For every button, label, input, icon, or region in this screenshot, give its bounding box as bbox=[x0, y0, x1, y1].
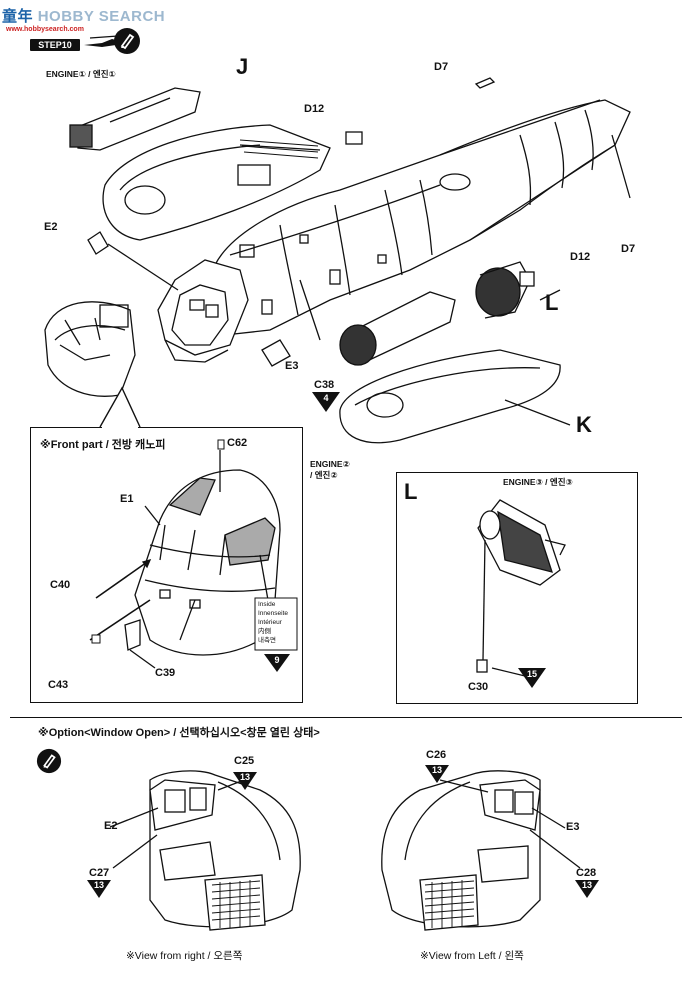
glue-icon-option bbox=[36, 748, 62, 774]
l-detail-box bbox=[396, 472, 638, 704]
label-D7-top: D7 bbox=[434, 61, 449, 73]
label-C25: C25 bbox=[234, 755, 255, 767]
label-E3-option: E3 bbox=[566, 821, 580, 833]
label-D7-right: D7 bbox=[621, 243, 636, 255]
caption-view-right: ※View from right / 오른쪽 bbox=[126, 950, 243, 962]
l-box-title: L bbox=[404, 479, 418, 504]
label-part-L: L bbox=[545, 290, 559, 315]
label-engine-1: ENGINE① / 엔진① bbox=[46, 69, 116, 79]
main-assembly-drawing bbox=[44, 77, 631, 444]
engine-3-drawing bbox=[476, 499, 566, 688]
watermark-char-1: 童 bbox=[2, 8, 18, 25]
label-C27: C27 bbox=[89, 867, 110, 879]
label-C28: C28 bbox=[576, 867, 597, 879]
label-C43: C43 bbox=[48, 679, 69, 691]
label-E3: E3 bbox=[285, 360, 299, 372]
C26-step-number: 13 bbox=[431, 765, 442, 775]
C25-step-number: 13 bbox=[239, 772, 250, 782]
label-C39: C39 bbox=[155, 667, 176, 679]
inside-note: Inside Innenseite Intérieur 内側 내측면 bbox=[258, 600, 288, 645]
label-C26: C26 bbox=[426, 749, 447, 761]
label-part-J: J bbox=[236, 54, 249, 79]
label-part-K: K bbox=[576, 412, 592, 437]
watermark-char-2: 年 bbox=[17, 8, 34, 25]
C38-step-number: 4 bbox=[323, 393, 329, 403]
watermark-url: www.hobbysearch.com bbox=[6, 26, 84, 33]
inside-line-1: Inside bbox=[258, 601, 276, 608]
inside-line-4: 内側 bbox=[258, 628, 271, 635]
inside-line-2: Innenseite bbox=[258, 610, 288, 617]
option-title: ※Option<Window Open> / 선택하십시오<창문 열린 상태> bbox=[38, 727, 320, 739]
caption-view-left: ※View from Left / 왼쪽 bbox=[420, 950, 524, 962]
watermark-logo: 童年 HOBBY SEARCH bbox=[2, 5, 165, 26]
section-divider bbox=[10, 717, 682, 719]
front-box-callout bbox=[99, 386, 141, 428]
front-canopy-drawing bbox=[89, 439, 298, 672]
label-E2: E2 bbox=[44, 221, 58, 233]
helicopter-icon bbox=[84, 35, 120, 47]
option-views-drawing bbox=[87, 765, 599, 931]
inside-line-5: 내측면 bbox=[258, 637, 276, 644]
C27-step-number: 13 bbox=[93, 880, 104, 890]
label-C38: C38 bbox=[314, 379, 335, 391]
inside-step-number: 9 bbox=[274, 655, 280, 665]
label-E1: E1 bbox=[120, 493, 134, 505]
label-engine-3: ENGINE③ / 엔진③ bbox=[503, 477, 573, 487]
label-engine-2b: / 엔진② bbox=[310, 470, 338, 480]
glue-icon bbox=[114, 28, 140, 54]
C30-step-number: 15 bbox=[526, 669, 537, 679]
label-D12-right: D12 bbox=[570, 251, 591, 263]
label-C30: C30 bbox=[468, 681, 489, 693]
front-part-title: ※Front part / 전방 캐노피 bbox=[40, 439, 166, 451]
front-part-box bbox=[30, 427, 303, 703]
label-engine-2a: ENGINE② bbox=[310, 459, 350, 469]
label-C62: C62 bbox=[227, 437, 248, 449]
label-D12-top: D12 bbox=[304, 103, 325, 115]
label-C40: C40 bbox=[50, 579, 71, 591]
watermark-text: HOBBY SEARCH bbox=[37, 8, 166, 25]
step-badge: STEP10 bbox=[30, 39, 80, 51]
C28-step-number: 13 bbox=[581, 880, 592, 890]
label-E2-option: E2 bbox=[104, 820, 118, 832]
inside-line-3: Intérieur bbox=[258, 619, 282, 626]
